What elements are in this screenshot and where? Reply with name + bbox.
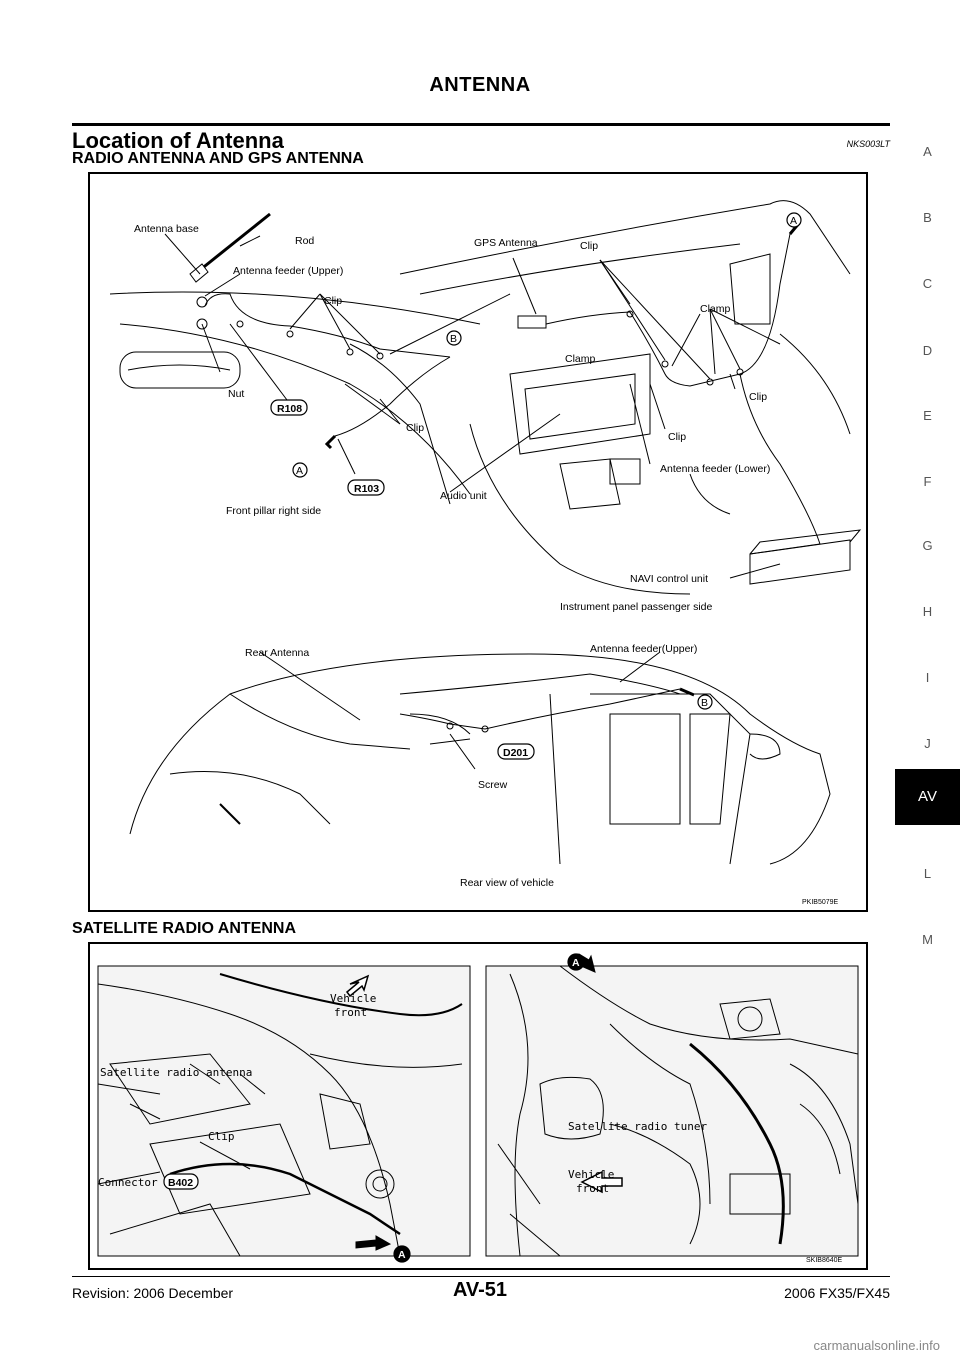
callout-b-mid: B bbox=[450, 333, 457, 345]
figure2-code: SKIB8640E bbox=[806, 1257, 843, 1264]
label-satellite-radio-tuner: Satellite radio tuner bbox=[568, 1120, 707, 1133]
callout-a-left: A bbox=[296, 465, 303, 477]
section-title: Location of Antenna bbox=[72, 128, 284, 153]
side-tab-g[interactable]: G bbox=[922, 538, 933, 553]
label-gps-antenna: GPS Antenna bbox=[474, 237, 538, 249]
label-antenna-feeder-upper: Antenna feeder (Upper) bbox=[233, 265, 343, 277]
figure2-drawing: Vehicle front Satellite radio antenna Cl… bbox=[97, 953, 859, 1264]
label-satellite-radio-antenna: Satellite radio antenna bbox=[100, 1066, 252, 1079]
label-front-pillar: Front pillar right side bbox=[226, 505, 321, 517]
side-tab-av-active[interactable]: AV bbox=[895, 769, 960, 825]
side-tab-b[interactable]: B bbox=[923, 210, 932, 225]
label-clip-gps: Clip bbox=[580, 240, 598, 252]
callout-r103: R103 bbox=[354, 483, 379, 495]
footer-revision: Revision: 2006 December bbox=[72, 1285, 234, 1301]
label-clamp-left: Clamp bbox=[565, 353, 596, 365]
side-tab-h[interactable]: H bbox=[922, 604, 933, 619]
figure2-subtitle: SATELLITE RADIO ANTENNA bbox=[72, 920, 296, 937]
label-clamp-right: Clamp bbox=[700, 303, 731, 315]
label-clip-left: Clip bbox=[406, 422, 424, 434]
footer-rule bbox=[72, 1276, 890, 1277]
side-tab-l[interactable]: L bbox=[923, 866, 932, 881]
watermark[interactable]: carmanualsonline.info bbox=[813, 1338, 940, 1353]
callout-d201: D201 bbox=[503, 747, 528, 759]
figure-radio-gps-antenna: Antenna base Rod Antenna feeder (Upper) … bbox=[88, 172, 868, 912]
label-rear-view: Rear view of vehicle bbox=[460, 877, 554, 889]
page-header-title: ANTENNA bbox=[429, 74, 531, 96]
footer-model: 2006 FX35/FX45 bbox=[784, 1285, 890, 1301]
side-tab-c[interactable]: C bbox=[922, 276, 933, 291]
label-clip-right: Clip bbox=[749, 391, 767, 403]
label-antenna-base: Antenna base bbox=[134, 223, 199, 235]
label-instrument-panel: Instrument panel passenger side bbox=[560, 601, 713, 613]
label-screw: Screw bbox=[478, 779, 508, 791]
figure1-subtitle: RADIO ANTENNA AND GPS ANTENNA bbox=[72, 150, 364, 167]
figure-satellite-radio-antenna: Vehicle front Satellite radio antenna Cl… bbox=[88, 942, 868, 1270]
side-tab-m[interactable]: M bbox=[922, 932, 933, 947]
label-clip: Clip bbox=[208, 1130, 235, 1143]
footer-page-number: AV-51 bbox=[452, 1279, 508, 1301]
side-tab-d[interactable]: D bbox=[922, 343, 933, 358]
label-vehicle-front-left-2: front bbox=[334, 1006, 367, 1019]
side-tab-f[interactable]: F bbox=[923, 474, 932, 489]
label-audio-unit: Audio unit bbox=[440, 490, 487, 502]
label-connector: Connector bbox=[98, 1176, 158, 1189]
figure1-drawing: Antenna base Rod Antenna feeder (Upper) … bbox=[109, 200, 862, 906]
figure1-code: PKIB5079E bbox=[802, 899, 839, 906]
callout-b402: B402 bbox=[168, 1177, 193, 1189]
side-tab-j[interactable]: J bbox=[924, 736, 931, 751]
label-clip-top: Clip bbox=[324, 295, 342, 307]
label-rod: Rod bbox=[295, 235, 314, 247]
callout-a-right-fig2: A bbox=[572, 957, 580, 969]
callout-a-right: A bbox=[790, 215, 797, 227]
callout-b-rear: B bbox=[701, 697, 708, 709]
label-vehicle-front-right-2: front bbox=[576, 1182, 609, 1195]
side-tab-a[interactable]: A bbox=[923, 144, 932, 159]
header-rule bbox=[72, 123, 890, 126]
label-antenna-feeder-lower: Antenna feeder (Lower) bbox=[660, 463, 770, 475]
label-vehicle-front-left-1: Vehicle bbox=[330, 992, 376, 1005]
side-tab-e[interactable]: E bbox=[923, 408, 932, 423]
callout-a-left-fig2: A bbox=[398, 1249, 406, 1261]
label-antenna-feeder-upper-rear: Antenna feeder(Upper) bbox=[590, 643, 697, 655]
callout-r108: R108 bbox=[277, 403, 302, 415]
label-rear-antenna: Rear Antenna bbox=[245, 647, 309, 659]
label-vehicle-front-right-1: Vehicle bbox=[568, 1168, 614, 1181]
label-clip-center: Clip bbox=[668, 431, 686, 443]
label-nut: Nut bbox=[228, 388, 244, 400]
label-navi-control-unit: NAVI control unit bbox=[630, 573, 708, 585]
section-code: NKS003LT bbox=[846, 139, 890, 149]
side-tab-i[interactable]: I bbox=[925, 670, 930, 685]
